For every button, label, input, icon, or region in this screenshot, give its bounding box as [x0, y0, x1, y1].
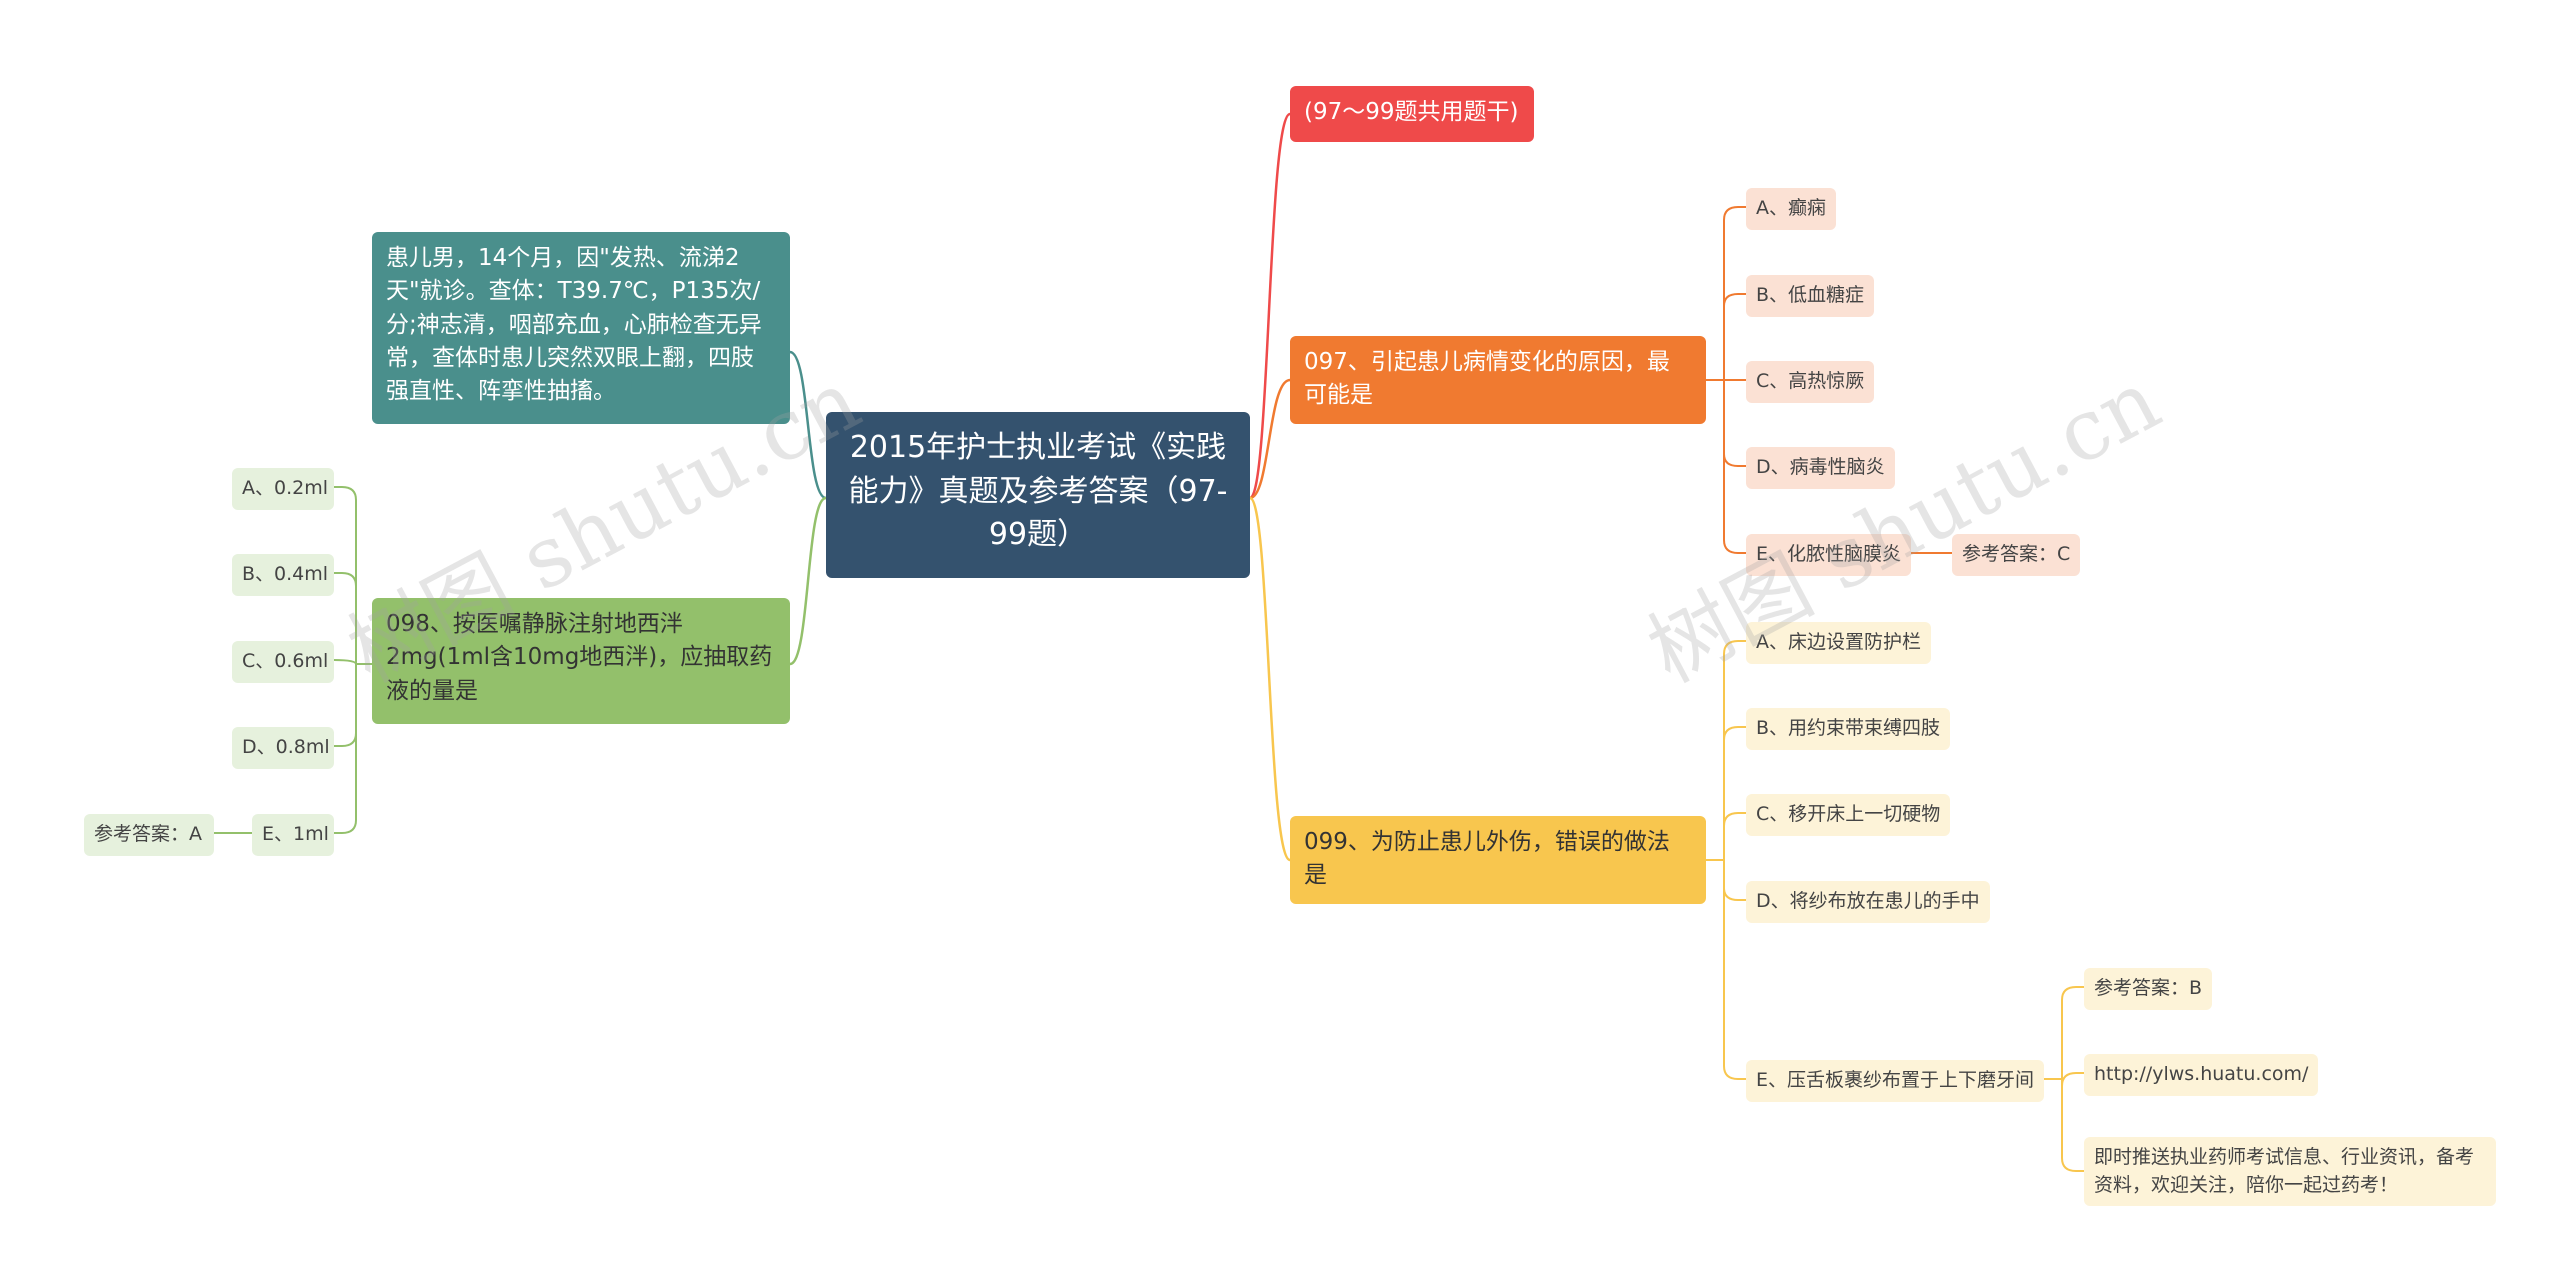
- q97-option-c[interactable]: C、高热惊厥: [1746, 361, 1875, 403]
- link-q98-d: [334, 664, 357, 747]
- q97-answer-text: 参考答案：C: [1962, 543, 2071, 565]
- q98-option-d[interactable]: D、0.8ml: [232, 727, 334, 769]
- q98-option-c[interactable]: C、0.6ml: [232, 641, 334, 683]
- link-q99e-url: [2061, 1072, 2084, 1087]
- q99-notice[interactable]: 即时推送执业药师考试信息、行业资讯，备考资料，欢迎关注，陪你一起过药考！: [2084, 1137, 2496, 1207]
- q99-option-c[interactable]: C、移开床上一切硬物: [1746, 794, 1951, 836]
- stem-header-node[interactable]: (97～99题共用题干): [1290, 86, 1534, 142]
- case-node[interactable]: 患儿男，14个月，因"发热、流涕2天"就诊。查体：T39.7℃，P135次/分;…: [372, 232, 790, 424]
- q98-option-c-text: C、0.6ml: [242, 650, 329, 672]
- q97-option-a-text: A、癫痫: [1756, 197, 1826, 219]
- q98-node[interactable]: 098、按医嘱静脉注射地西泮2mg(1ml含10mg地西泮)，应抽取药液的量是: [372, 598, 790, 724]
- link-q98-a: [334, 486, 372, 665]
- link-q99e-notice: [2061, 1079, 2084, 1172]
- q99-text: 099、为防止患儿外伤，错误的做法是: [1304, 829, 1670, 889]
- link-root-case: [789, 350, 827, 500]
- link-q99-a: [1706, 640, 1746, 861]
- q98-option-a-text: A、0.2ml: [242, 477, 329, 499]
- q99-option-e[interactable]: E、压舌板裹纱布置于上下磨牙间: [1746, 1060, 2045, 1102]
- link-q97-e: [1723, 380, 1746, 554]
- q97-option-e[interactable]: E、化脓性脑膜炎: [1746, 534, 1912, 576]
- link-q99-d: [1723, 860, 1746, 901]
- q99-option-e-text: E、压舌板裹纱布置于上下磨牙间: [1756, 1069, 2035, 1091]
- q99-option-a-text: A、床边设置防护栏: [1756, 631, 1921, 653]
- q97-option-e-text: E、化脓性脑膜炎: [1756, 543, 1902, 565]
- link-q99-b: [1723, 726, 1746, 860]
- q98-answer-text: 参考答案：A: [94, 823, 202, 845]
- link-q98-c: [333, 659, 357, 665]
- q97-option-c-text: C、高热惊厥: [1756, 370, 1865, 392]
- link-q99e-answer: [2044, 986, 2084, 1080]
- q98-option-e[interactable]: E、1ml: [252, 814, 334, 856]
- q99-option-b-text: B、用约束带束缚四肢: [1756, 717, 1941, 739]
- root-topic-text: 2015年护士执业考试《实践能力》真题及参考答案（97-99题）: [848, 430, 1228, 552]
- link-q97-b: [1723, 293, 1746, 380]
- link-root-stem: [1248, 112, 1292, 500]
- q99-option-c-text: C、移开床上一切硬物: [1756, 803, 1941, 825]
- q98-option-d-text: D、0.8ml: [242, 736, 330, 758]
- q98-option-a[interactable]: A、0.2ml: [232, 468, 334, 510]
- link-root-q99: [1248, 496, 1292, 862]
- q98-option-b-text: B、0.4ml: [242, 563, 329, 585]
- q99-node[interactable]: 099、为防止患儿外伤，错误的做法是: [1290, 816, 1706, 904]
- q99-url[interactable]: http://ylws.huatu.com/: [2084, 1054, 2319, 1096]
- case-text: 患儿男，14个月，因"发热、流涕2天"就诊。查体：T39.7℃，P135次/分;…: [386, 245, 762, 405]
- q99-answer-text: 参考答案：B: [2094, 977, 2203, 999]
- q97-option-b-text: B、低血糖症: [1756, 284, 1865, 306]
- q98-option-e-text: E、1ml: [262, 823, 329, 845]
- link-q98-e: [334, 664, 357, 834]
- q98-answer[interactable]: 参考答案：A: [84, 814, 214, 856]
- link-q97-a: [1706, 206, 1746, 381]
- q99-notice-text: 即时推送执业药师考试信息、行业资讯，备考资料，欢迎关注，陪你一起过药考！: [2094, 1146, 2475, 1196]
- link-root-q97: [1249, 378, 1291, 500]
- q97-option-a[interactable]: A、癫痫: [1746, 188, 1836, 230]
- link-q97-d: [1723, 380, 1746, 467]
- q97-option-d[interactable]: D、病毒性脑炎: [1746, 447, 1895, 489]
- q99-url-text: http://ylws.huatu.com/: [2094, 1063, 2309, 1085]
- root-topic[interactable]: 2015年护士执业考试《实践能力》真题及参考答案（97-99题）: [826, 412, 1250, 578]
- q98-text: 098、按医嘱静脉注射地西泮2mg(1ml含10mg地西泮)，应抽取药液的量是: [386, 611, 773, 704]
- q99-option-d[interactable]: D、将纱布放在患儿的手中: [1746, 881, 1990, 923]
- q97-option-d-text: D、病毒性脑炎: [1756, 456, 1885, 478]
- q98-option-b[interactable]: B、0.4ml: [232, 554, 334, 596]
- q99-option-a[interactable]: A、床边设置防护栏: [1746, 622, 1931, 664]
- q97-text: 097、引起患儿病情变化的原因，最可能是: [1304, 349, 1670, 409]
- q99-option-b[interactable]: B、用约束带束缚四肢: [1746, 708, 1951, 750]
- link-q98-b: [334, 572, 357, 664]
- q97-option-b[interactable]: B、低血糖症: [1746, 275, 1875, 317]
- q97-answer[interactable]: 参考答案：C: [1952, 534, 2081, 576]
- q97-node[interactable]: 097、引起患儿病情变化的原因，最可能是: [1290, 336, 1706, 424]
- stem-header-text: (97～99题共用题干): [1304, 99, 1519, 125]
- q99-answer[interactable]: 参考答案：B: [2084, 968, 2213, 1010]
- link-q99-e: [1723, 860, 1746, 1080]
- link-root-q98: [789, 496, 827, 666]
- link-q99-c: [1723, 812, 1746, 860]
- q99-option-d-text: D、将纱布放在患儿的手中: [1756, 890, 1980, 912]
